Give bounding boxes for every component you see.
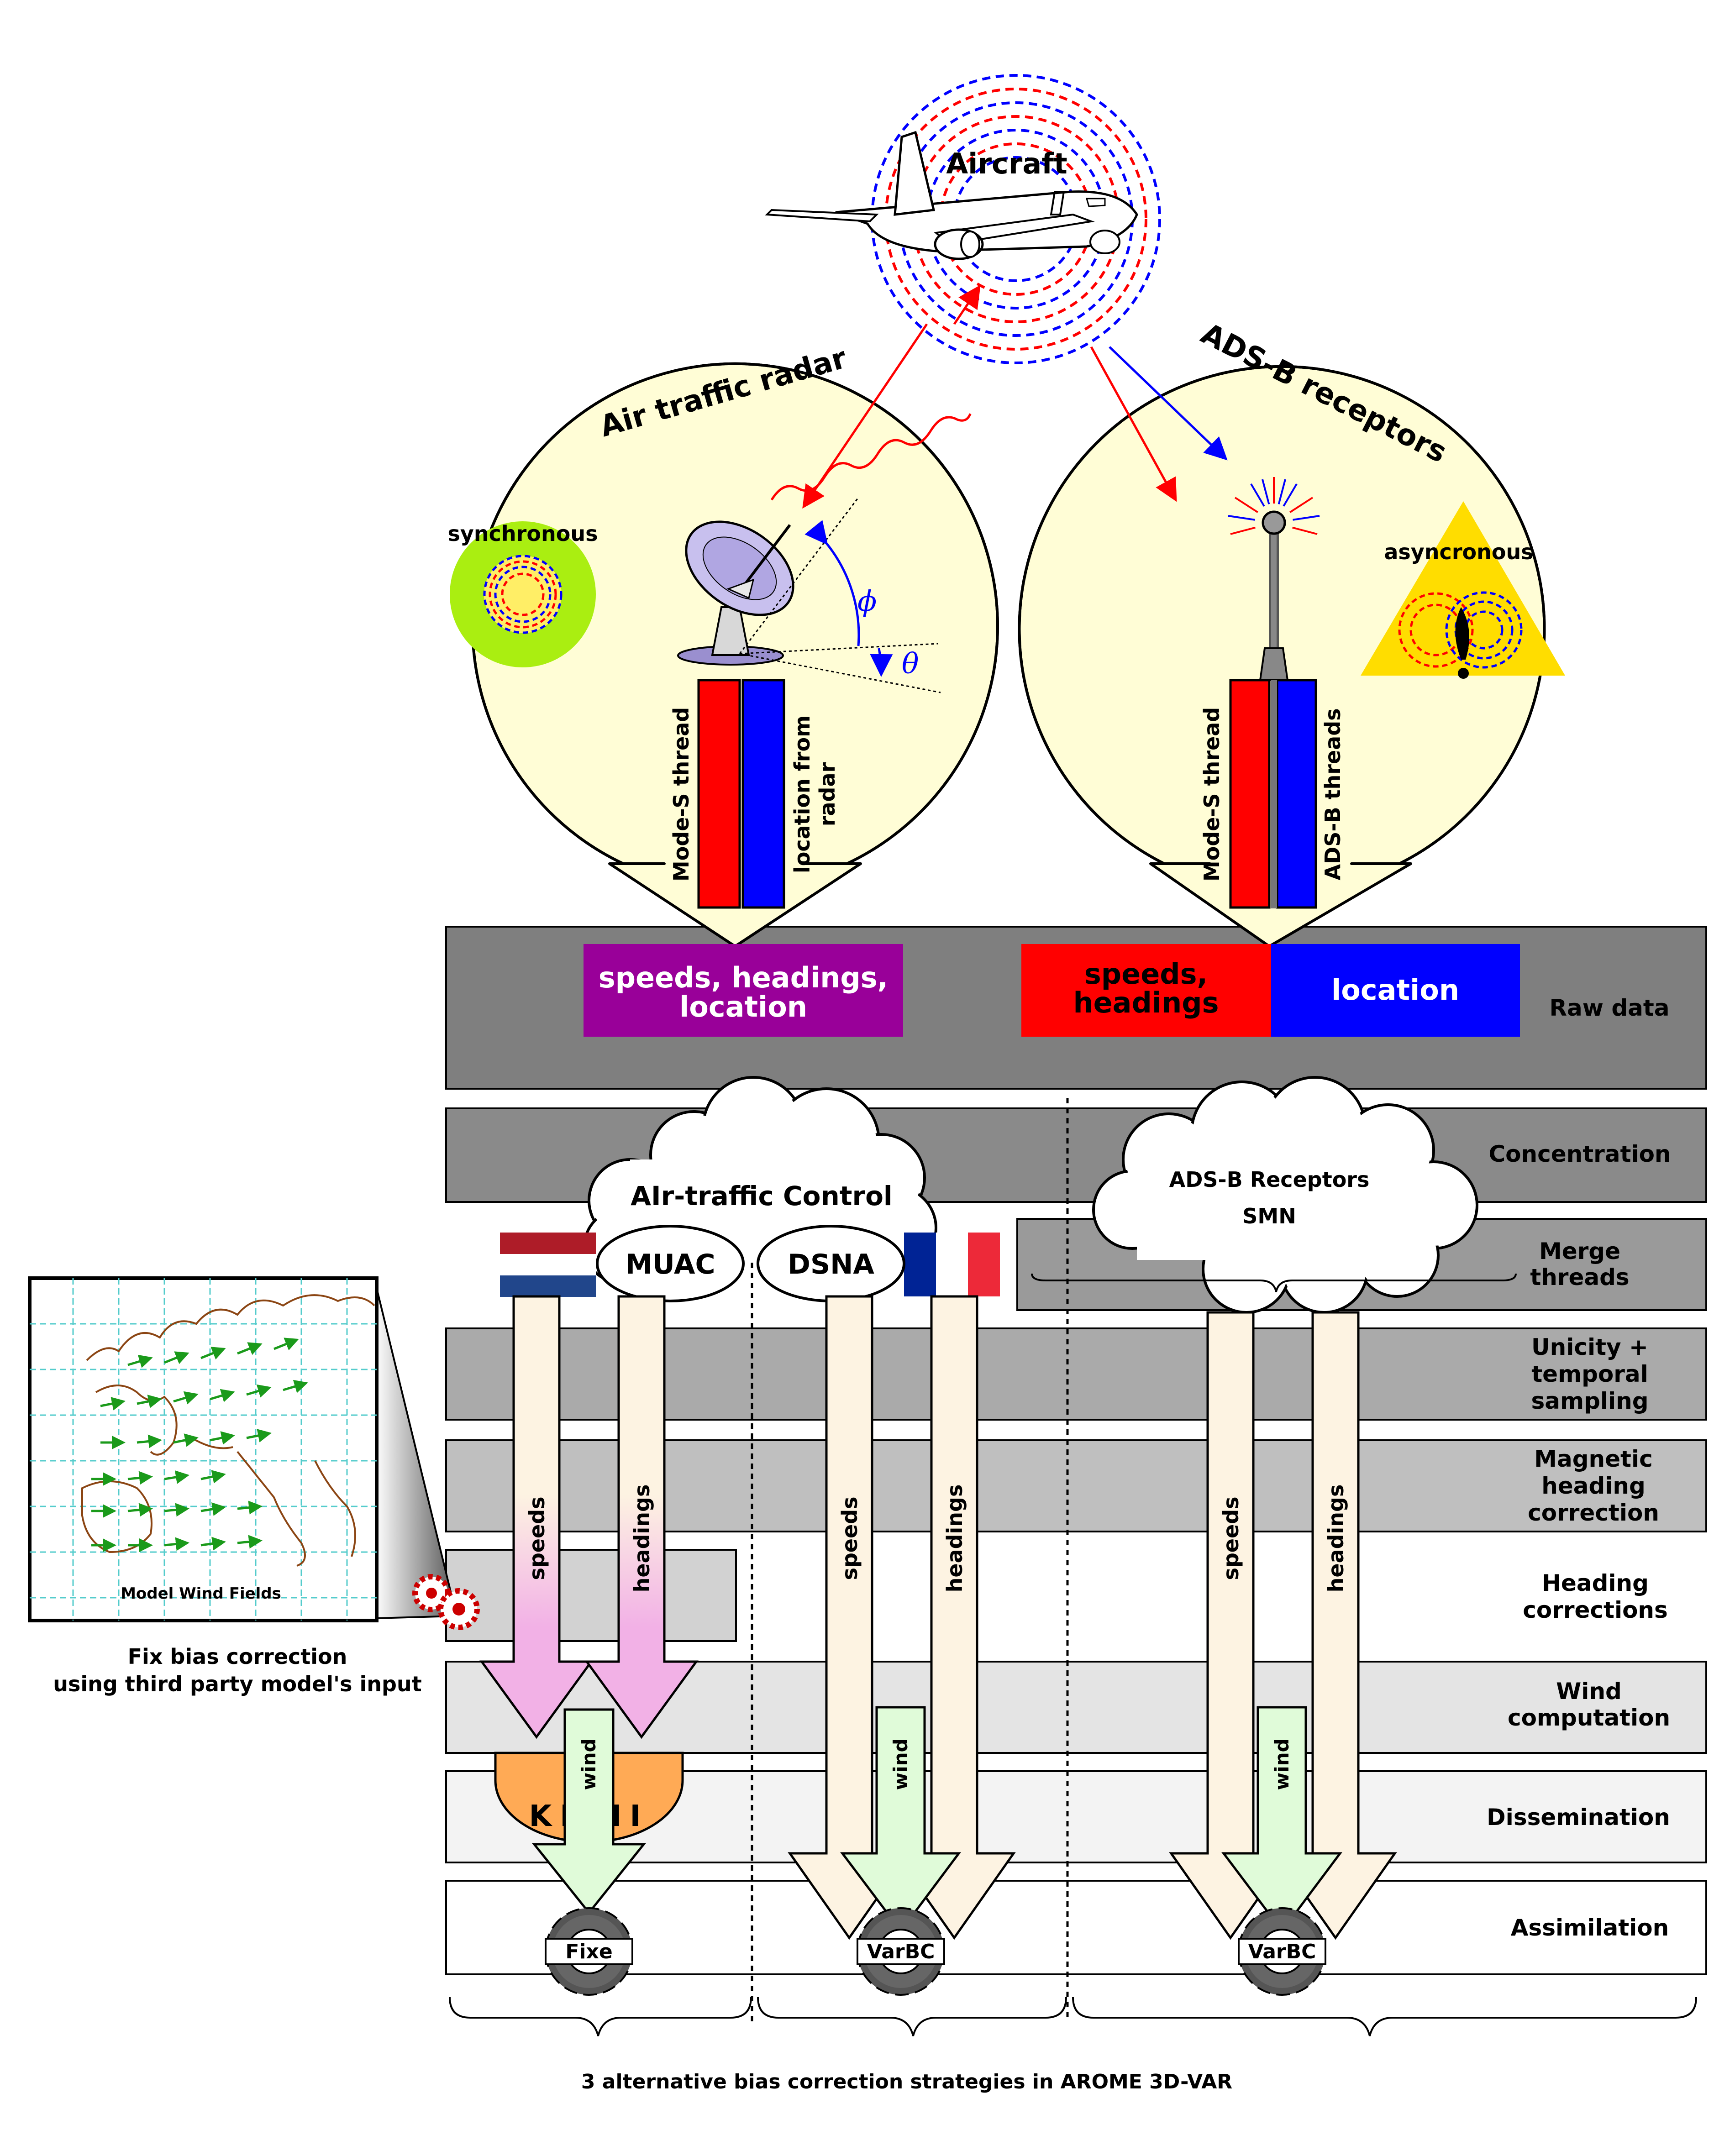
adsb-cloud-label-2: SMN <box>1242 1204 1296 1228</box>
smn-wind-label: wind <box>1271 1738 1293 1790</box>
radar-thread-location-label-1: location from <box>790 715 815 873</box>
stage-label-magnetic-3: correction <box>1528 1500 1659 1526</box>
raw-purple-text-1: speeds, headings, <box>599 961 888 994</box>
arrow-wind-smn <box>1221 1706 1342 1933</box>
gear-label-fixe: Fixe <box>565 1940 612 1963</box>
stage-label-wind-1: Wind <box>1556 1678 1622 1705</box>
gear-icon-varbc-smn: VarBC <box>1238 1907 1326 1996</box>
async-label: asyncronous <box>1384 540 1533 564</box>
wind-arrows: wind wind wind <box>531 1706 1342 1933</box>
muac-arrows: speeds headings <box>479 1295 699 1739</box>
adsb-thread-modes <box>1229 679 1271 909</box>
footer-caption: 3 alternative bias correction strategies… <box>581 2070 1232 2093</box>
fr-flag-icon <box>904 1233 1000 1296</box>
stage-label-unicity-2: temporal <box>1531 1361 1648 1387</box>
band-assimilation <box>445 1880 1707 1975</box>
arrow-wind-dsna <box>840 1706 961 1933</box>
adsb-cloud-label-1: ADS-B Receptors <box>1169 1167 1370 1192</box>
phi-symbol: ϕ <box>857 584 877 618</box>
arrow-wind-muac <box>531 1708 647 1915</box>
stage-label-unicity-1: Unicity + <box>1531 1334 1648 1360</box>
adsb-thread-adsb-label: ADS-B threads <box>1320 708 1345 880</box>
radar-dish-icon <box>677 520 794 666</box>
smn-arrows: speeds headings <box>1169 1311 1397 1940</box>
raw-blue-box <box>1271 944 1520 1037</box>
radar-thread-modes <box>697 679 741 909</box>
stage-label-magnetic-1: Magnetic <box>1534 1446 1652 1472</box>
radar-thread-modes-label: Mode-S thread <box>669 707 694 881</box>
stage-label-heading-1: Heading <box>1542 1570 1649 1596</box>
raw-red-text-1: speeds, <box>1084 957 1208 991</box>
raw-red-text-2: headings <box>1073 986 1219 1019</box>
nl-flag-icon <box>500 1233 596 1297</box>
radar-thread-location <box>741 679 785 909</box>
adsb-cloud: ADS-B Receptors SMN <box>1031 1076 1517 1314</box>
raw-purple-text-2: location <box>679 990 807 1023</box>
red-gears-icon <box>412 1574 480 1630</box>
dsna-headings-label: headings <box>942 1485 967 1593</box>
sync-label: synchronous <box>448 521 598 546</box>
raw-blue-text: location <box>1331 973 1459 1007</box>
map-title: Model Wind Fields <box>121 1584 281 1603</box>
stage-label-assimilation: Assimilation <box>1511 1915 1669 1941</box>
dsna-wind-label: wind <box>889 1738 912 1790</box>
stage-label-dissemination: Dissemination <box>1487 1804 1670 1831</box>
stage-label-merge-2: threads <box>1530 1264 1629 1290</box>
map-frame <box>28 1276 379 1622</box>
theta-symbol: θ <box>902 647 919 680</box>
airplane-icon <box>765 131 1138 260</box>
adsb-group: ADS-B receptors <box>1018 317 1565 948</box>
aircraft-label: Aircraft <box>946 147 1067 180</box>
arrow-headings-muac <box>584 1295 699 1739</box>
muac-wind-label: wind <box>578 1738 600 1790</box>
stage-label-merge-1: Merge <box>1539 1238 1620 1264</box>
atc-cloud-label: AIr-traffic Control <box>631 1180 893 1212</box>
radar-group: Air traffic radar synchronous ϕ θ <box>448 341 999 948</box>
muac-label: MUAC <box>625 1248 715 1280</box>
dsna-speeds-label: speeds <box>837 1496 862 1580</box>
muac-oval <box>596 1225 745 1302</box>
stage-label-raw-data: Raw data <box>1549 995 1669 1021</box>
map-inset: Model Wind Fields Fix bias correction us… <box>28 1276 458 1696</box>
stage-label-heading-2: corrections <box>1523 1597 1668 1623</box>
radar-thread-location-label-2: radar <box>815 762 840 827</box>
antenna-icon <box>1228 477 1320 681</box>
raw-purple-box <box>584 944 903 1037</box>
muac-speeds-label: speeds <box>525 1496 549 1580</box>
adsb-thread-modes-label: Mode-S thread <box>1199 707 1224 881</box>
gear-icon-varbc-dsna: VarBC <box>857 1907 945 1996</box>
raw-red-box <box>1021 944 1271 1037</box>
dsna-label: DSNA <box>788 1248 874 1280</box>
gear-icon-fixe: Fixe <box>545 1907 633 1996</box>
arrow-speeds-muac <box>479 1295 594 1739</box>
stage-label-wind-2: computation <box>1508 1705 1670 1731</box>
stage-label-concentration: Concentration <box>1488 1141 1671 1167</box>
adsb-thread-adsb <box>1276 679 1317 909</box>
smn-speeds-label: speeds <box>1219 1496 1243 1580</box>
gear-label-varbc-dsna: VarBC <box>867 1940 935 1963</box>
map-caption-2: using third party model's input <box>53 1672 421 1696</box>
gear-label-varbc-smn: VarBC <box>1248 1940 1316 1963</box>
band-heading-corrections <box>445 1549 737 1642</box>
raw-data-boxes: speeds, headings, location speeds, headi… <box>584 944 1520 1037</box>
aircraft-group: Aircraft <box>765 74 1228 509</box>
bottom-braces <box>449 1997 1697 2036</box>
muac-headings-label: headings <box>630 1485 654 1593</box>
smn-headings-label: headings <box>1324 1485 1348 1593</box>
map-caption-1: Fix bias correction <box>128 1644 347 1669</box>
stage-label-unicity-3: sampling <box>1531 1388 1648 1414</box>
stage-label-magnetic-2: heading <box>1541 1473 1646 1499</box>
